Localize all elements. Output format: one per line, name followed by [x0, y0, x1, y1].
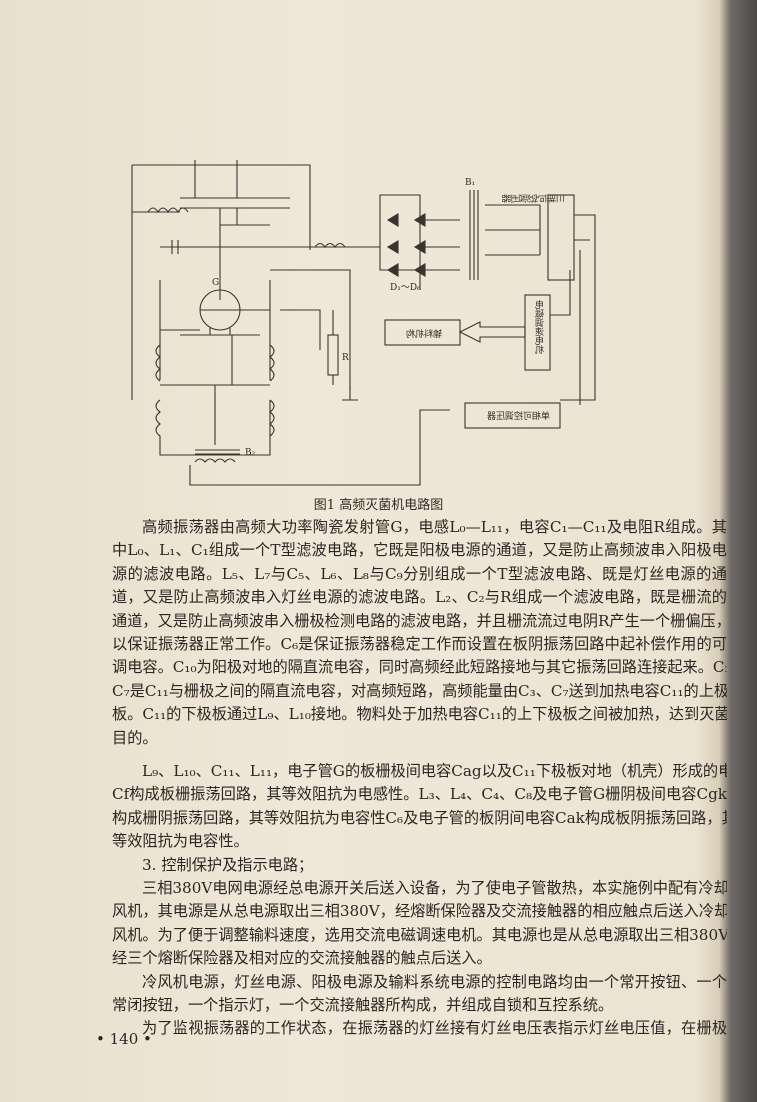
page-number: • 140 •	[96, 1030, 152, 1048]
figure-caption: 图1 高频灭菌机电路图	[313, 498, 444, 513]
circuit-diagram: 三相可控调压器 电磁调速电机 输料机构 单相可控调压器 G R B₁ B₂ D₁…	[131, 160, 596, 486]
b1-label: B₁	[465, 178, 475, 188]
text-line: 通道，又是防止高频波串入栅极检测电路的滤波电路，并且栅流流过电阴R产生一个栅偏压…	[112, 611, 727, 630]
box-three-phase	[547, 194, 575, 281]
capacitor-c11	[180, 197, 290, 209]
text-line: 常闭按钮，一个指示灯，一个交流接触器所构成，并组成自锁和互控系统。	[112, 996, 614, 1015]
b2-label: B₂	[245, 448, 256, 458]
paragraph-2: L₉、L₁₀、C₁₁、L₁₁，电子管G的板栅极间电容Cag以及C₁₁下极板对地（…	[112, 760, 727, 1041]
text-line: C₇是C₁₁与栅极之间的隔直流电容，对高频短路，高频能量由C₃、C₇送到加热电容…	[112, 681, 727, 700]
text-line: 道，又是防止高频波串入灯丝电源的滤波电路。L₂、C₂与R组成一个滤波电路，既是栅…	[112, 588, 727, 607]
transformer-b1	[469, 190, 479, 280]
transformer-b2-core	[195, 449, 240, 455]
text-line: 目的。	[112, 728, 158, 747]
text-line: Cf构成板栅振荡回路，其等效阻抗为电感性。L₃、L₄、C₄、C₈及电子管G栅阴极…	[112, 785, 727, 804]
resistor-label: R	[342, 353, 349, 363]
box-three-phase-label: 三相可控调压器	[502, 195, 565, 206]
text-line: 板。C₁₁的下极板通过L₉、L₁₀接地。物料处于加热电容C₁₁的上下极板之间被加…	[112, 705, 727, 724]
text-line: 以保证振荡器正常工作。C₆是保证振荡器稳定工作而设置在板阴振荡回路中起补偿作用的…	[112, 635, 727, 654]
box-single-phase	[464, 402, 561, 429]
text-line: 调电容。C₁₀为阳极对地的隔直流电容，同时高频经此短路接地与其它振荡回路连接起来…	[112, 658, 727, 677]
text-line: 为了监视振荡器的工作状态，在振荡器的灯丝接有灯丝电压表指示灯丝电压值，在栅极	[142, 1019, 727, 1038]
box-conveyor-label: 输料机构	[406, 328, 442, 340]
paragraph-1: 高频振荡器由高频大功率陶瓷发射管G，电感L₀—L₁₁，电容C₁—C₁₁及电阻R组…	[112, 516, 727, 750]
text-line: 构成栅阴振荡回路，其等效阻抗为电容性C₆及电子管的板阴间电容Cak构成板阴振荡回…	[112, 808, 727, 827]
inductor-l11	[147, 207, 189, 214]
text-line: 等效阻抗为电容性。	[112, 832, 249, 851]
text-line: L₉、L₁₀、C₁₁、L₁₁，电子管G的板栅极间电容Cag以及C₁₁下极板对地（…	[142, 762, 727, 780]
text-line: 风机。为了便于调整输料速度，选用交流电磁调速电机。其电源也是从总电源取出三相38…	[112, 925, 727, 944]
adjacent-page-edge	[731, 0, 757, 1102]
tube-label: G	[212, 278, 219, 288]
text-line: 经三个熔断保险器及相对应的交流接触器的触点后送入。	[112, 949, 492, 968]
box-em-motor-label: 电磁调速电机	[536, 299, 547, 355]
diodes-label: D₁～D₆	[390, 283, 421, 293]
text-line: 三相380V电网电源经总电源开关后送入设备，为了使电子管散热，本实施例中配有冷却	[142, 879, 727, 898]
resistor-r	[327, 334, 339, 376]
box-single-phase-label: 单相可控调压器	[487, 410, 550, 422]
text-line: 冷风机电源，灯丝电源、阳极电源及输料系统电源的控制电路均由一个常开按钮、一个	[142, 972, 727, 991]
section-heading: 3. 控制保护及指示电路；	[142, 855, 314, 874]
text-line: 源的滤波电路。L₅、L₇与C₅、L₆、L₈与C₉分别组成一个T型滤波电路、既是灯…	[112, 564, 727, 583]
diode-bridge	[386, 213, 426, 277]
text-line: 风机，其电源是从总电源取出三相380V，经熔断保险器及交流接触器的相应触点后送入…	[112, 902, 727, 921]
text-line: 高频振荡器由高频大功率陶瓷发射管G，电感L₀—L₁₁，电容C₁—C₁₁及电阻R组…	[142, 518, 727, 536]
text-line: 中L₀、L₁、C₁组成一个T型滤波电路，它既是阳极电源的通道，又是防止高频波串入…	[112, 541, 727, 560]
